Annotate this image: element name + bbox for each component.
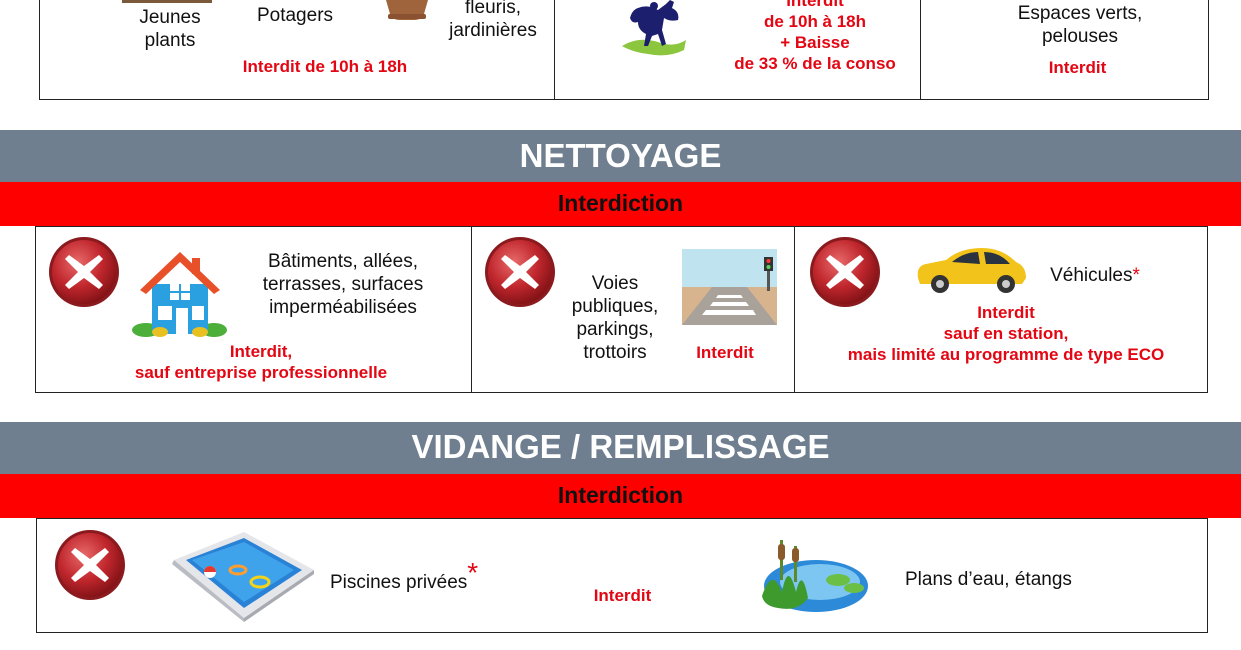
forbidden-x-icon [53,528,127,602]
forbidden-x-icon [808,235,882,309]
status-vehicules: Interdit sauf en station, mais limité au… [847,303,1165,364]
arrosage-col2-status: Interdit de 10h à 18h + Baisse de 33 % d… [734,0,896,73]
label-piscines: Piscines privées* [330,557,479,594]
vidange-subtitle: Interdiction [0,474,1241,518]
nettoyage-table [35,226,1208,393]
nettoyage-subtitle: Interdiction [0,182,1241,226]
status-voies-publiques: Interdit [696,343,754,362]
item-jeunes-plants: Jeunes plants [139,7,201,51]
label-vehicules: Véhicules* [1050,265,1140,286]
nettoyage-title: NETTOYAGE [0,130,1241,182]
house-icon [132,252,227,337]
arrosage-divider-1 [554,0,555,100]
horse-icon [622,0,686,56]
road-crossing-icon [682,249,777,325]
forbidden-x-icon [47,235,121,309]
item-espaces-verts: Espaces verts, pelouses [1017,3,1143,47]
nettoyage-divider-2 [794,226,795,393]
vidange-table [36,518,1208,633]
swimming-pool-icon [172,532,314,622]
car-icon [917,248,1026,293]
status-piscines: Interdit [593,586,652,605]
asterisk-vehicules: * [1132,265,1140,286]
arrosage-col3-status: Interdit [1048,58,1107,77]
arrosage-col1-status: Interdit de 10h à 18h [242,57,408,76]
forbidden-x-icon [483,235,557,309]
label-plans-eau: Plans d’eau, étangs [905,569,1072,590]
nettoyage-divider-1 [471,226,472,393]
arrosage-table [39,0,1209,100]
pond-icon [762,540,868,612]
flower-pot-icon [386,0,428,20]
arrosage-divider-2 [920,0,921,100]
seedling-tray-icon [122,0,212,3]
label-batiments: Bâtiments, allées, terrasses, surfaces i… [262,251,424,318]
label-voies-publiques: Voies publiques, parkings, trottoirs [571,273,659,363]
item-potagers: Potagers [256,5,334,26]
item-fleuris-jardinieres: fleuris, jardinières [449,0,537,41]
asterisk-piscines: * [467,557,479,588]
status-batiments: Interdit, sauf entreprise professionnell… [134,342,388,382]
vidange-title: VIDANGE / REMPLISSAGE [0,422,1241,474]
